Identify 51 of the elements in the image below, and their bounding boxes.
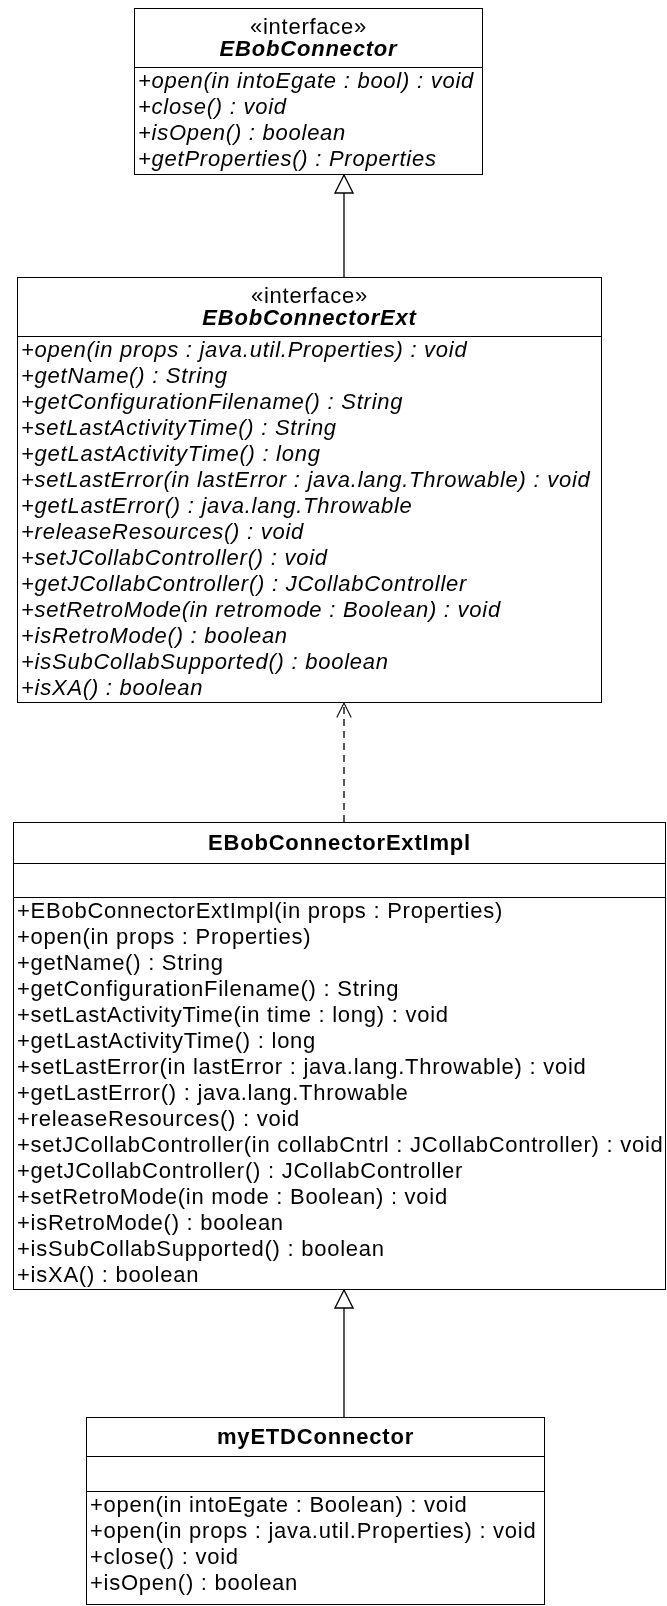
operations-compartment [14,897,665,1289]
operations-compartment [135,67,482,174]
method-signature: +setRetroMode(in mode : Boolean) : void [17,1184,449,1210]
method-signature: +isRetroMode() : boolean [17,1210,285,1236]
method-signature: +close() : void [138,94,288,120]
method-signature: +isOpen() : boolean [90,1570,300,1596]
method-signature: +getLastActivityTime() : long [17,1028,318,1054]
class-name: EBobConnector [219,38,398,60]
method-signature: +setRetroMode(in retromode : Boolean) : void [21,597,502,623]
stereotype-label: «interface» [249,16,368,38]
method-signature: +isSubCollabSupported() : boolean [21,649,390,675]
method-signature: +getJCollabController() : JCollabController [17,1158,465,1184]
method-signature: +setJCollabController() : void [21,545,329,571]
method-signature: +isOpen() : boolean [138,120,348,146]
class-name: EBobConnectorExtImpl [208,832,471,854]
method-signature: +EBobConnectorExtImpl(in props : Properties) [17,898,505,924]
method-signature: +isRetroMode() : boolean [21,623,289,649]
realization-arrow [336,702,352,823]
method-signature: +setLastActivityTime(in time : long) : void [17,1002,450,1028]
method-signature: +getName() : String [21,363,229,389]
method-signature: +setLastActivityTime() : String [21,415,338,441]
class-name: myETDConnector [217,1426,414,1448]
method-signature: +isXA() : boolean [17,1262,201,1288]
method-signature: +isXA() : boolean [21,675,205,701]
inheritance-arrow [334,174,354,278]
class-box [86,1417,545,1605]
method-signature: +getConfigurationFilename() : String [21,389,405,415]
method-signature: +getConfigurationFilename() : String [17,976,401,1002]
method-signature: +getLastError() : java.lang.Throwable [21,493,414,519]
method-signature: +getProperties() : Properties [138,146,438,172]
method-signature: +open(in props : java.util.Properties) : void [90,1518,538,1544]
method-signature: +isSubCollabSupported() : boolean [17,1236,386,1262]
class-box [134,8,483,175]
method-signature: +setJCollabController(in collabCntrl : JCollabController) : void [17,1132,665,1158]
class-box [13,822,666,1290]
method-signature: +getJCollabController() : JCollabController [21,571,469,597]
method-signature: +open(in props : Properties) [17,924,313,950]
method-signature: +releaseResources() : void [21,519,305,545]
class-name: EBobConnectorExt [202,307,417,329]
method-signature: +close() : void [90,1544,240,1570]
method-signature: +getName() : String [17,950,225,976]
method-signature: +releaseResources() : void [17,1106,301,1132]
stereotype-label: «interface» [250,285,369,307]
method-signature: +getLastError() : java.lang.Throwable [17,1080,410,1106]
method-signature: +setLastError(in lastError : java.lang.Throwable) : void [17,1054,588,1080]
inheritance-arrow [334,1289,354,1418]
method-signature: +getLastActivityTime() : long [21,441,322,467]
method-signature: +open(in intoEgate : Boolean) : void [90,1492,469,1518]
method-signature: +open(in intoEgate : bool) : void [138,68,475,94]
method-signature: +open(in props : java.util.Properties) : void [21,337,469,363]
method-signature: +setLastError(in lastError : java.lang.Throwable) : void [21,467,592,493]
